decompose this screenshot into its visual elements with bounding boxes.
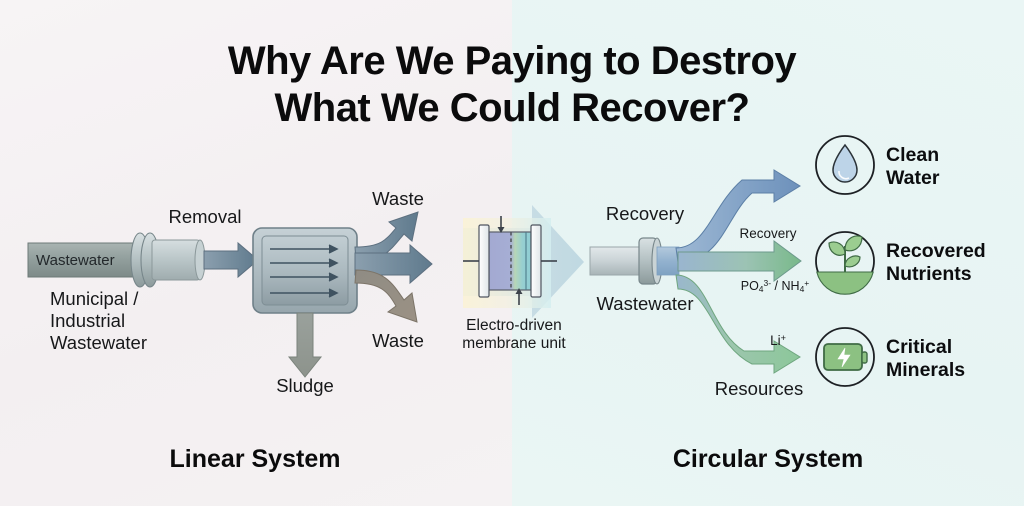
membrane-caption-line-2: membrane unit <box>462 335 566 353</box>
treatment-box <box>252 227 358 314</box>
formula-nh4-base: NH <box>781 278 800 293</box>
waste-bottom-arrow <box>354 269 418 323</box>
inlet-pipe-label: Wastewater <box>36 252 115 269</box>
output-label-recovered-nutrients: Recovered Nutrients <box>886 240 986 287</box>
recovery-stream-nutrients <box>677 240 802 282</box>
title-line-2: What We Could Recover? <box>274 86 750 131</box>
recovery-stream-clean-water <box>675 169 801 263</box>
branch-label-resources: Resources <box>714 378 804 399</box>
nutrient-formula-label: PO43- / NH4+ <box>741 278 810 294</box>
output-label-clean-water: Clean Water <box>886 144 939 191</box>
removal-arrow <box>203 241 259 279</box>
left-inlet-pipe <box>27 232 206 288</box>
source-label-line-2: Industrial <box>50 309 126 331</box>
formula-po4-base: PO <box>740 278 759 293</box>
title-line-1: Why Are We Paying to Destroy <box>227 39 797 83</box>
sludge-label: Sludge <box>276 375 334 396</box>
sludge-arrow <box>287 312 323 378</box>
right-system-footer-label: Circular System <box>672 445 864 473</box>
clean-water-line-1: Clean <box>886 144 940 166</box>
minerals-line-2: Minerals <box>886 359 966 382</box>
lithium-charge: + <box>780 333 786 343</box>
membrane-unit-caption: Electro-driven membrane unit <box>462 317 565 354</box>
membrane-caption-line-1: Electro-driven <box>466 317 562 334</box>
removal-label: Removal <box>168 206 242 227</box>
water-droplet-icon <box>815 135 875 195</box>
branch-label-recovery: Recovery <box>739 226 797 241</box>
source-label: Municipal / Industrial Wastewater <box>50 288 147 353</box>
source-label-line-3: Wastewater <box>50 331 147 353</box>
lithium-ion-label: Li+ <box>770 333 786 349</box>
clean-water-line-2: Water <box>886 167 940 190</box>
lithium-symbol: Li <box>770 333 781 349</box>
plant-sprout-icon <box>815 231 875 295</box>
waste-top-label: Waste <box>372 188 424 209</box>
output-label-critical-minerals: Critical Minerals <box>886 336 965 383</box>
recovery-stream-critical-minerals <box>675 274 801 374</box>
formula-nh4-sup: + <box>804 278 810 288</box>
source-label-line-1: Municipal / <box>50 288 139 309</box>
formula-po4-sup: 3- <box>763 278 772 288</box>
treatment-flow-arrows <box>270 244 339 298</box>
recovery-pipe-label-bottom: Wastewater <box>596 293 694 314</box>
minerals-line-1: Critical <box>886 336 953 358</box>
nutrients-line-2: Nutrients <box>886 263 972 286</box>
nutrients-line-1: Recovered <box>886 240 986 262</box>
left-system-footer-label: Linear System <box>169 445 341 473</box>
electro-driven-membrane-unit <box>463 216 557 308</box>
recovery-pipe-label-top: Recovery <box>605 203 685 224</box>
formula-po4-sub: 4 <box>758 283 764 294</box>
right-inlet-pipe <box>589 237 680 285</box>
waste-bottom-label: Waste <box>372 330 424 351</box>
page-title: Why Are We Paying to Destroy What We Cou… <box>0 38 1024 132</box>
battery-icon <box>815 327 875 387</box>
formula-nh4-sub: 4 <box>799 283 805 294</box>
formula-separator: / <box>771 278 782 293</box>
